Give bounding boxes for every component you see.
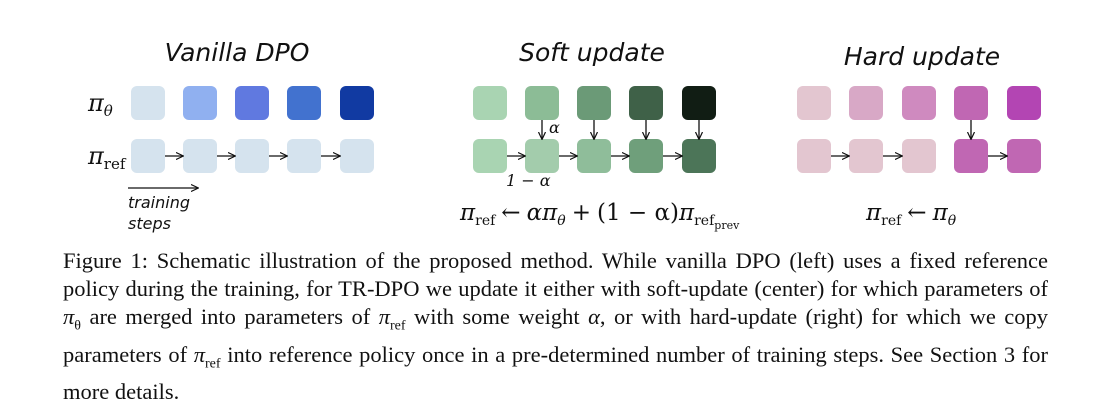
hard-theta-box	[849, 86, 883, 120]
soft-theta-box	[629, 86, 663, 120]
vanilla-theta-box	[183, 86, 217, 120]
soft-theta-box	[473, 86, 507, 120]
hard-ref-box	[849, 139, 883, 173]
hard-ref-box	[902, 139, 936, 173]
training-steps-label-line2: steps	[128, 214, 171, 233]
training-steps-label-line1: training	[128, 193, 190, 212]
row-label-pi-ref: πref	[87, 142, 127, 173]
vanilla-ref-box	[340, 139, 374, 173]
vanilla-theta-box	[235, 86, 269, 120]
vanilla-ref-box	[235, 139, 269, 173]
hard-theta-box	[797, 86, 831, 120]
soft-theta-box	[525, 86, 559, 120]
soft-theta-box	[577, 86, 611, 120]
title-soft-update: Soft update	[519, 38, 665, 67]
vanilla-ref-box	[131, 139, 165, 173]
figure-caption: Figure 1: Schematic illustration of the …	[63, 248, 1048, 404]
caption-pi-ref-1: πref	[378, 304, 406, 334]
alpha-label: α	[549, 118, 560, 137]
vanilla-ref-row	[131, 139, 374, 173]
title-vanilla-dpo: Vanilla DPO	[165, 38, 310, 67]
hard-ref-row	[797, 139, 1041, 173]
hard-theta-box	[954, 86, 988, 120]
soft-update-formula: πref←απθ+(1 − α)πrefprev	[459, 200, 740, 232]
vanilla-ref-box	[287, 139, 321, 173]
soft-ref-box	[682, 139, 716, 173]
soft-ref-row	[473, 139, 716, 173]
one-minus-alpha-label: 1 − α	[506, 171, 551, 190]
soft-theta-row	[473, 86, 716, 120]
vanilla-theta-box	[287, 86, 321, 120]
caption-alpha: α	[588, 304, 600, 329]
hard-theta-box	[1007, 86, 1041, 120]
hard-ref-box	[797, 139, 831, 173]
soft-theta-box	[682, 86, 716, 120]
soft-ref-box	[629, 139, 663, 173]
hard-ref-box	[954, 139, 988, 173]
soft-ref-box	[473, 139, 507, 173]
vanilla-theta-box	[131, 86, 165, 120]
caption-pi-theta: πθ	[63, 304, 81, 334]
vanilla-ref-box	[183, 139, 217, 173]
hard-theta-row	[797, 86, 1041, 120]
soft-ref-box	[525, 139, 559, 173]
title-hard-update: Hard update	[844, 42, 1000, 71]
vanilla-theta-row	[131, 86, 374, 120]
arrows-layer	[165, 120, 1007, 156]
caption-pi-ref-2: πref	[193, 341, 221, 372]
hard-ref-box	[1007, 139, 1041, 173]
vanilla-theta-box	[340, 86, 374, 120]
row-label-pi-theta: πθ	[87, 89, 113, 120]
hard-update-formula: πref←πθ	[865, 200, 957, 229]
hard-theta-box	[902, 86, 936, 120]
soft-ref-box	[577, 139, 611, 173]
